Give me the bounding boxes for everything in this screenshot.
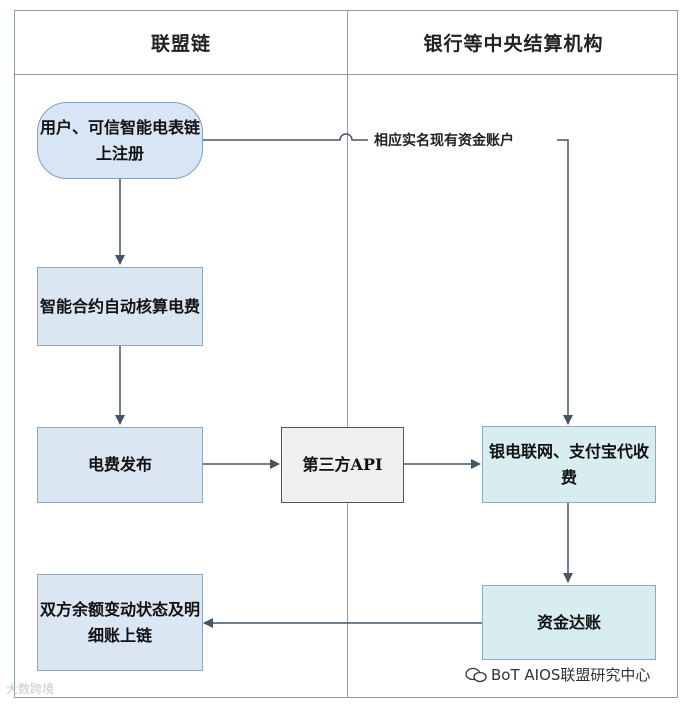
node-balance-onchain: 双方余额变动状态及明细账上链 — [37, 574, 203, 671]
wechat-icon — [465, 667, 487, 682]
lane-header-alliance-chain: 联盟链 — [150, 33, 211, 55]
swimlane-frame: 联盟链 银行等中央结算机构 — [14, 10, 678, 698]
watermark-left: 大数跨境 — [6, 680, 54, 697]
node-user-meter-registration: 用户、可信智能电表链上注册 — [37, 102, 203, 179]
edge-account-to-payment — [557, 139, 573, 425]
node-smart-contract-billing: 智能合约自动核算电费 — [37, 267, 203, 346]
edge-label-real-name-account: 相应实名现有资金账户 — [374, 133, 514, 149]
watermark-right: BoT AIOS联盟研究中心 — [465, 664, 650, 685]
node-third-party-api: 第三方API — [281, 427, 404, 503]
node-bill-publish: 电费发布 — [37, 427, 203, 503]
header-divider — [15, 74, 677, 75]
watermark-left-text: 大数跨境 — [6, 682, 55, 696]
edge-register-to-payment — [203, 133, 368, 141]
watermark-right-text: BoT AIOS联盟研究中心 — [491, 666, 651, 684]
lane-divider — [347, 11, 348, 697]
lane-header-central-clearing: 银行等中央结算机构 — [423, 33, 604, 55]
node-bank-alipay-collection: 银电联网、支付宝代收费 — [482, 426, 656, 503]
node-funds-arrival: 资金达账 — [482, 585, 656, 660]
